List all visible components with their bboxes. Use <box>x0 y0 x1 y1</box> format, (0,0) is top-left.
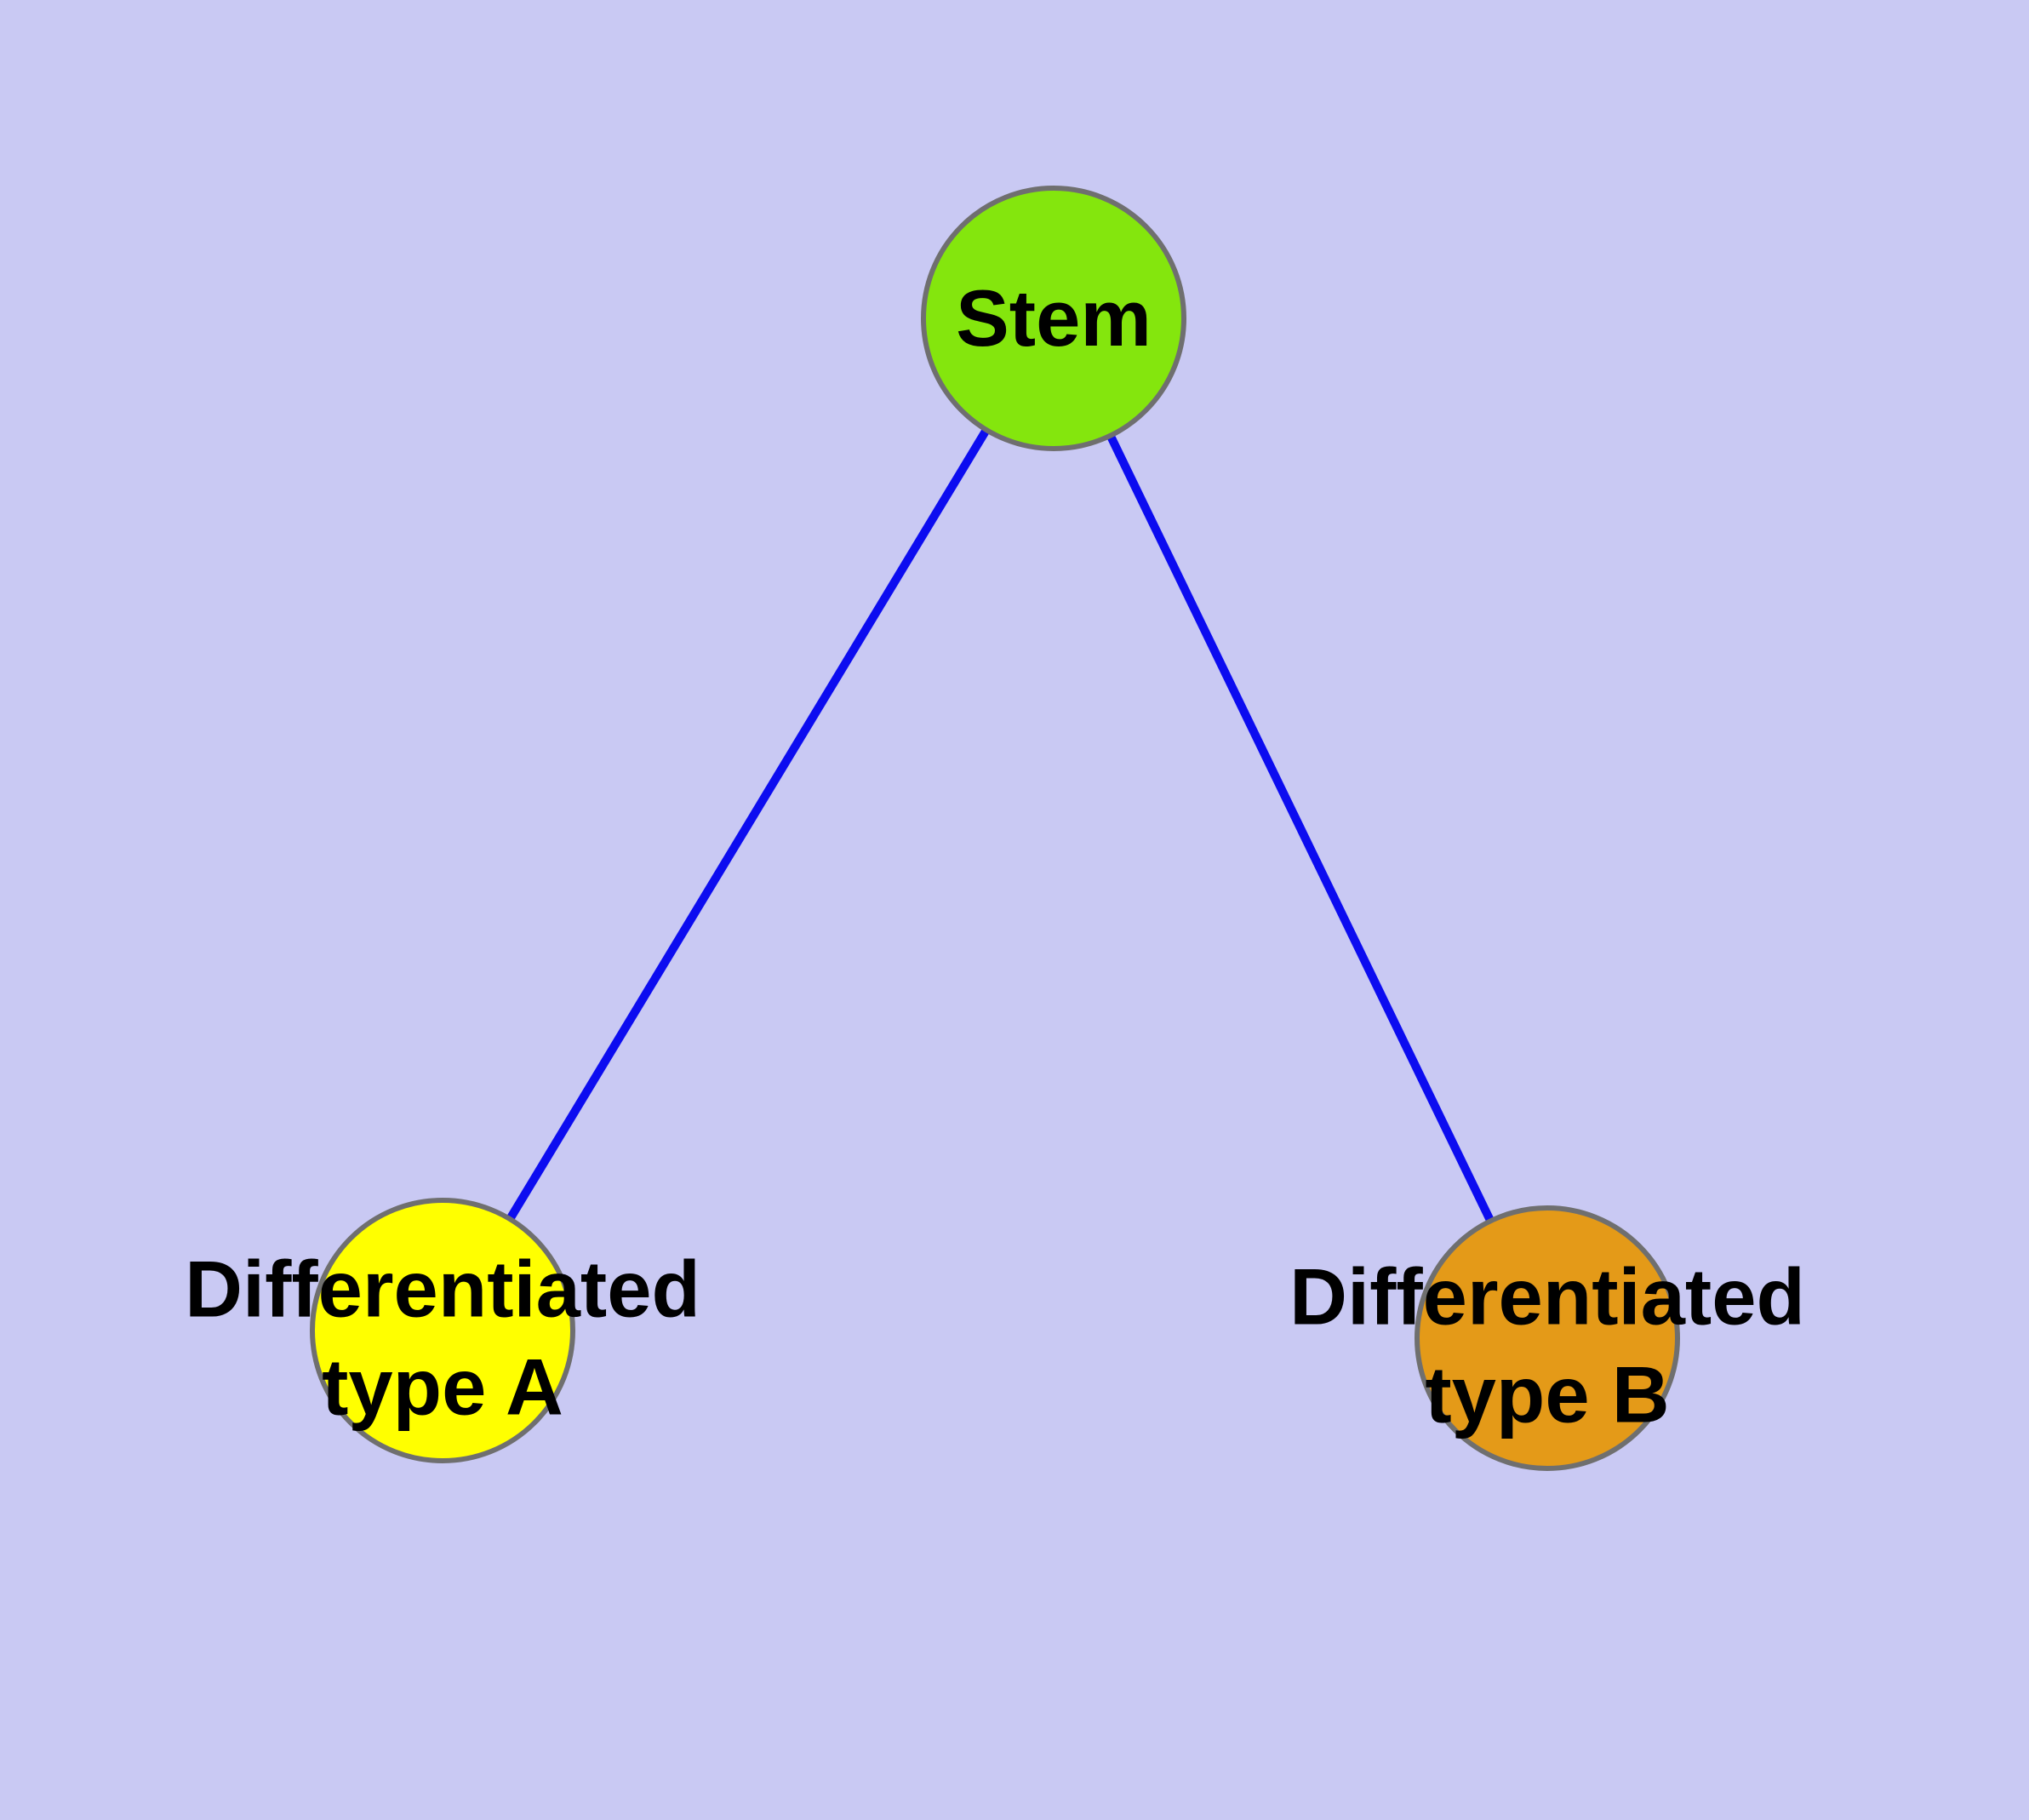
edge-stem-to-type-b <box>1049 316 1552 1341</box>
edge-stem-to-type-a <box>438 316 1058 1333</box>
node-differentiated-type-a <box>310 1198 575 1463</box>
node-differentiated-type-a-label: Differentiated type A <box>185 1240 700 1435</box>
node-differentiated-type-b-label: Differentiated type B <box>1289 1248 1805 1443</box>
node-stem: Stem <box>921 186 1186 451</box>
label-line-1: Differentiated <box>1289 1251 1805 1342</box>
node-differentiated-type-b <box>1415 1205 1680 1471</box>
label-line-2: type B <box>1425 1349 1670 1439</box>
label-line-1: Differentiated <box>185 1244 700 1334</box>
label-line-2: type A <box>322 1342 563 1431</box>
node-stem-label: Stem <box>956 272 1152 363</box>
